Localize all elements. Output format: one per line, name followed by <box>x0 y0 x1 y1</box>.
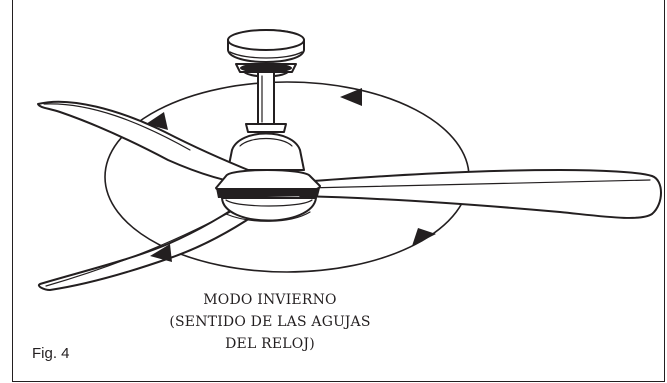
rotation-arrow-top <box>340 88 362 106</box>
diagram-caption: MODO INVIERNO (SENTIDO DE LAS AGUJAS DEL… <box>150 289 390 355</box>
motor-housing <box>227 123 305 171</box>
downrod <box>257 71 275 125</box>
figure-border <box>12 0 665 382</box>
caption-line-2: (SENTIDO DE LAS AGUJAS <box>169 314 371 330</box>
rotation-arrow-left-upper <box>146 112 168 130</box>
figure-label: Fig. 4 <box>32 345 70 362</box>
light-kit <box>215 169 321 222</box>
fan-blade-right <box>299 169 662 219</box>
rotation-arrow-left-lower <box>150 244 172 262</box>
caption-line-1: MODO INVIERNO <box>203 292 337 308</box>
caption-line-3: DEL RELOJ) <box>225 336 315 352</box>
rotation-arrow-right-lower <box>412 228 436 246</box>
ceiling-canopy <box>227 29 305 78</box>
